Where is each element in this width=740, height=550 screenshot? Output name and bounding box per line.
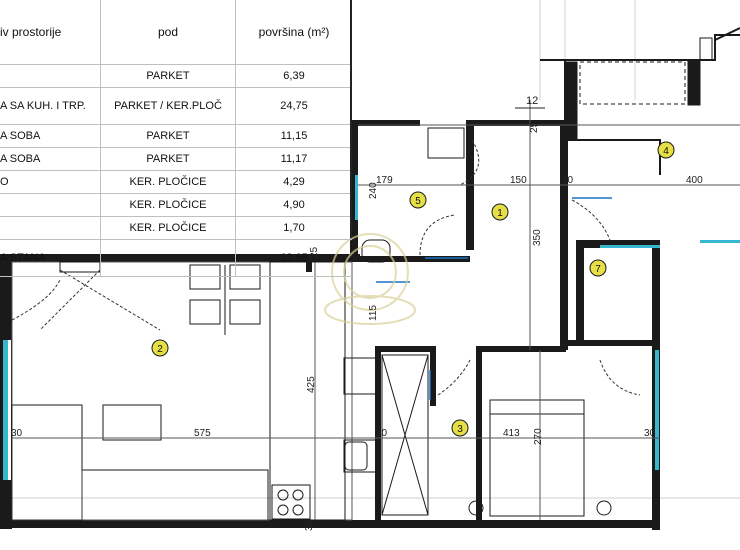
row-name: O [0, 170, 101, 194]
room-marker-5 [409, 191, 427, 209]
upper-right-walls [564, 37, 713, 141]
room-marker-4 [657, 141, 675, 159]
dim-10: 10 [562, 175, 574, 186]
table-row-total: A STANA 62.65 [0, 239, 352, 277]
dim-425: 425 [306, 376, 317, 393]
room-markers [151, 141, 675, 437]
dim-30-left: 30 [11, 428, 23, 439]
room-label-3: 3 [457, 424, 463, 435]
door-arcs [11, 139, 641, 396]
table-row: KER. PLOČICE 4,90 [0, 193, 352, 217]
row-floor: PARKET / KER.PLOČ [100, 87, 236, 125]
table-row: A SOBA PARKET 11,17 [0, 147, 352, 171]
row-area: 4,90 [235, 193, 352, 217]
dim-150: 150 [510, 175, 527, 186]
row-name: A SOBA [0, 124, 101, 148]
table-row: KER. PLOČICE 1,70 [0, 216, 352, 240]
dim-12: 12 [526, 95, 538, 107]
bathroom-fixtures [361, 127, 612, 517]
dim-10-mid: 10 [376, 428, 388, 439]
row-name [0, 193, 101, 217]
dim-30-bottom: 30 [304, 519, 315, 531]
dim-575: 575 [194, 428, 211, 439]
row-area: 6,39 [235, 64, 352, 88]
row-name: A SOBA [0, 147, 101, 171]
row-floor: KER. PLOČICE [100, 216, 236, 240]
row-area: 1,70 [235, 216, 352, 240]
room-marker-2 [151, 339, 169, 357]
dim-413: 413 [503, 428, 520, 439]
dim-350: 350 [532, 229, 543, 246]
table-row: PARKET 6,39 [0, 64, 352, 88]
dim-270: 270 [533, 428, 544, 445]
room-marker-labels: 1 2 3 4 5 7 [157, 146, 669, 435]
row-floor [100, 239, 236, 277]
dim-179: 179 [376, 175, 393, 186]
kitchen-sink [344, 441, 368, 471]
windows [3, 175, 740, 480]
table-right-border [350, 0, 352, 237]
dim-400: 400 [686, 175, 703, 186]
table-row: A SOBA PARKET 11,15 [0, 124, 352, 148]
row-name [0, 64, 101, 88]
row-floor: PARKET [100, 147, 236, 171]
header-room-name: iv prostorije [0, 0, 101, 65]
row-name: A SA KUH. I TRP. [0, 87, 101, 125]
room-label-5: 5 [415, 196, 421, 207]
row-floor: KER. PLOČICE [100, 170, 236, 194]
dim-25-top: 25 [529, 121, 540, 133]
row-name: A STANA [0, 239, 101, 277]
construction-lines [0, 0, 740, 499]
dim-30-right: 30 [644, 428, 656, 439]
room-edges [11, 261, 377, 521]
table-row: O KER. PLOČICE 4,29 [0, 170, 352, 194]
row-area: 62.65 [235, 239, 352, 277]
room-marker-3 [451, 419, 469, 437]
kitchen-hob [277, 489, 304, 516]
room-label-4: 4 [663, 146, 669, 157]
row-floor: PARKET [100, 64, 236, 88]
room-label-7: 7 [595, 264, 601, 275]
row-area: 11,17 [235, 147, 352, 171]
row-area: 11,15 [235, 124, 352, 148]
room-label-2: 2 [157, 344, 163, 355]
row-area: 4,29 [235, 170, 352, 194]
row-area: 24,75 [235, 87, 352, 125]
row-floor: PARKET [100, 124, 236, 148]
room-marker-1 [491, 203, 509, 221]
row-name [0, 216, 101, 240]
row-floor: KER. PLOČICE [100, 193, 236, 217]
dimension-lines [12, 100, 740, 520]
dim-115: 115 [368, 305, 379, 321]
dim-240: 240 [368, 182, 379, 199]
room-marker-7 [589, 259, 607, 277]
room-label-1: 1 [497, 208, 503, 219]
header-area: površina (m²) [235, 0, 352, 65]
header-floor: pod [100, 0, 236, 65]
room-area-table: iv prostorije pod površina (m²) PARKET 6… [0, 0, 352, 277]
table-row: A SA KUH. I TRP. PARKET / KER.PLOČ 24,75 [0, 87, 352, 125]
